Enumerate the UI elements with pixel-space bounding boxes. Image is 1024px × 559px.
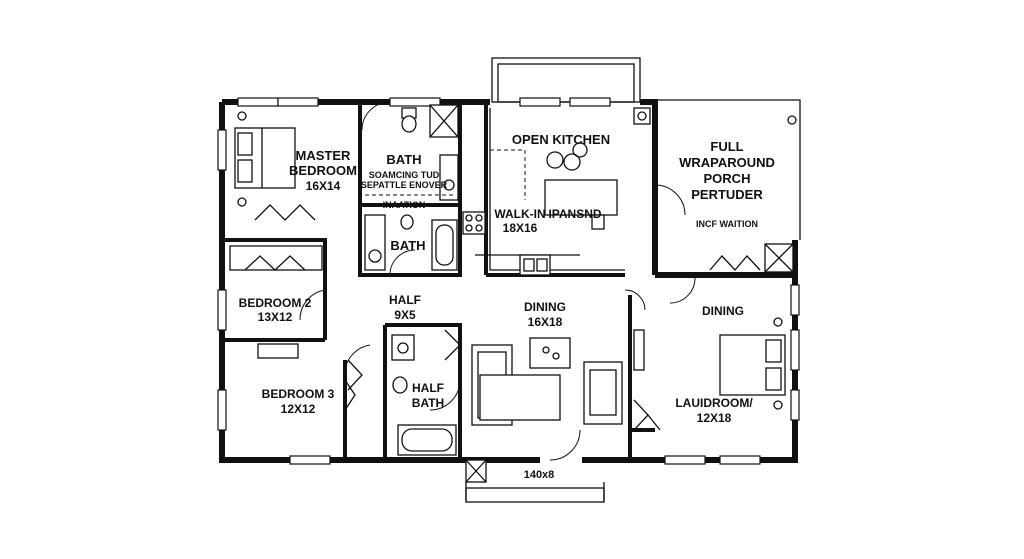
interior-walls bbox=[222, 100, 657, 460]
kitchen-label: OPEN KITCHEN bbox=[512, 132, 610, 147]
kitchen-fixtures bbox=[462, 107, 651, 276]
laundry-label-2: 12X18 bbox=[697, 411, 732, 425]
laundry-fixtures bbox=[633, 317, 786, 431]
bedroom-3-closet bbox=[257, 343, 371, 411]
porch-label-1: FULL bbox=[710, 139, 743, 154]
master-bath-note-1: SOAMCING TUD bbox=[369, 170, 440, 180]
master-bedroom-label-2: BEDROOM bbox=[289, 163, 357, 178]
exterior-walls bbox=[219, 99, 801, 463]
bedroom-3-size: 12X12 bbox=[281, 402, 316, 416]
laundry-label-1: LAUIDROOM/ bbox=[675, 396, 753, 410]
porch-label-3: PORCH bbox=[704, 171, 751, 186]
pantry-label-2: IPANSND bbox=[548, 207, 601, 221]
half-label: HALF bbox=[389, 293, 421, 307]
bedroom-2-size: 13X12 bbox=[258, 310, 293, 324]
bath-label: BATH bbox=[390, 238, 425, 253]
master-bedroom-size: 16X14 bbox=[306, 179, 341, 193]
dining-furniture bbox=[471, 289, 646, 461]
front-porch bbox=[465, 459, 605, 503]
master-bath-note-3: INAATION bbox=[383, 200, 426, 210]
pantry-label: WALK-IN bbox=[494, 207, 545, 221]
bedroom-2-label: BEDROOM 2 bbox=[239, 296, 312, 310]
dining-right-label: DINING bbox=[702, 304, 744, 318]
half-bath-label-1: HALF bbox=[412, 381, 444, 395]
master-bedroom-label-1: MASTER bbox=[296, 148, 352, 163]
porch-note: INCF WAITION bbox=[696, 219, 758, 229]
master-bed bbox=[234, 101, 391, 221]
half-size: 9X5 bbox=[394, 308, 416, 322]
porch-fixtures bbox=[654, 115, 797, 304]
bath-fixtures bbox=[364, 214, 458, 276]
windows bbox=[217, 97, 800, 465]
porch-label-4: PERTUDER bbox=[691, 187, 763, 202]
bedroom-2-closet bbox=[229, 245, 326, 321]
porch-label-2: WRAPAROUND bbox=[679, 155, 775, 170]
rear-bay bbox=[491, 57, 641, 103]
dining-size: 16X18 bbox=[528, 315, 563, 329]
master-bath-label: BATH bbox=[386, 152, 421, 167]
master-bath-fixtures bbox=[365, 104, 459, 201]
bedroom-3-label: BEDROOM 3 bbox=[262, 387, 335, 401]
kitchen-size: 18X16 bbox=[503, 221, 538, 235]
dining-label: DINING bbox=[524, 300, 566, 314]
half-bath-fixtures bbox=[391, 329, 461, 456]
front-porch-size: 140x8 bbox=[524, 469, 555, 481]
master-bath-note-2: SEPATTLE ENOVER bbox=[361, 180, 448, 190]
half-bath-label-2: BATH bbox=[412, 396, 444, 410]
